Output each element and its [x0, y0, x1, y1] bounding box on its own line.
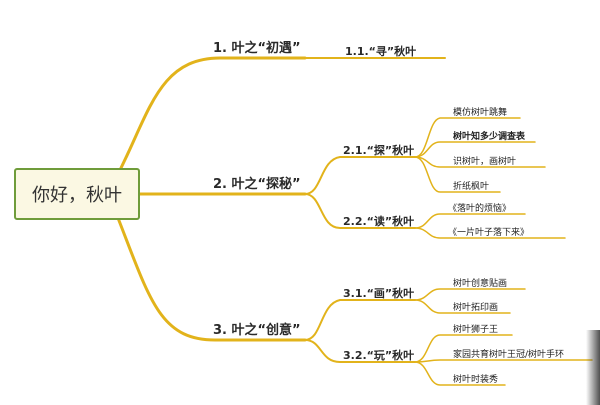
- leaf-3-2-1[interactable]: 树叶狮子王: [453, 325, 499, 335]
- leaf-3-1-2[interactable]: 树叶拓印画: [453, 303, 499, 313]
- leaf-2-1-4[interactable]: 折纸枫叶: [453, 182, 490, 192]
- connector-2-2-1: [414, 213, 526, 229]
- leaf-2-2-1[interactable]: 《落叶的烦恼》: [448, 204, 512, 214]
- branch-2-2-label[interactable]: 2.2.“读”秋叶: [343, 215, 415, 228]
- connector-2-1-2: [414, 141, 536, 158]
- branch-3-label[interactable]: 3. 叶之“创意”: [213, 323, 301, 338]
- branch-3-1-label[interactable]: 3.1.“画”秋叶: [343, 287, 415, 300]
- branch-3-2-label[interactable]: 3.2.“玩”秋叶: [343, 349, 415, 362]
- leaf-2-1-1[interactable]: 模仿树叶跳舞: [453, 108, 508, 118]
- connector-2-1: [304, 156, 416, 195]
- connector-3-1-2: [414, 299, 511, 314]
- leaf-3-2-2[interactable]: 家园共育树叶王冠/树叶手环: [453, 350, 565, 360]
- connector-3-2-3: [414, 361, 506, 386]
- connector-2-1-1: [414, 117, 521, 158]
- connector-root-branch-1: [118, 56, 307, 172]
- connector-3-1: [304, 299, 416, 341]
- branch-1-label[interactable]: 1. 叶之“初遇”: [213, 41, 301, 56]
- leaf-2-1-2[interactable]: 树叶知多少调查表: [453, 132, 526, 142]
- connector-3-2: [304, 339, 416, 363]
- root-node[interactable]: 你好，秋叶: [14, 168, 140, 220]
- leaf-2-1-3[interactable]: 识树叶，画树叶: [453, 157, 517, 167]
- root-node-label: 你好，秋叶: [32, 185, 122, 206]
- page-edge-shadow: [586, 330, 600, 405]
- connector-2-2-2: [414, 227, 566, 239]
- leaf-2-2-2[interactable]: 《一片叶子落下来》: [448, 228, 530, 238]
- branch-1-1-label[interactable]: 1.1.“寻”秋叶: [345, 45, 417, 58]
- branch-2-label[interactable]: 2. 叶之“探秘”: [213, 177, 301, 192]
- leaf-3-2-3[interactable]: 树叶时装秀: [453, 375, 499, 385]
- connector-2-2: [304, 193, 416, 229]
- connector-3-2-1: [414, 334, 513, 363]
- connector-3-1-1: [414, 288, 526, 301]
- connector-3-2-2: [414, 359, 593, 363]
- branch-2-1-label[interactable]: 2.1.“探”秋叶: [343, 144, 415, 157]
- leaf-3-1-1[interactable]: 树叶创意贴画: [453, 279, 508, 289]
- connector-root-branch-3: [116, 216, 307, 342]
- connector-2-1-4: [414, 156, 501, 193]
